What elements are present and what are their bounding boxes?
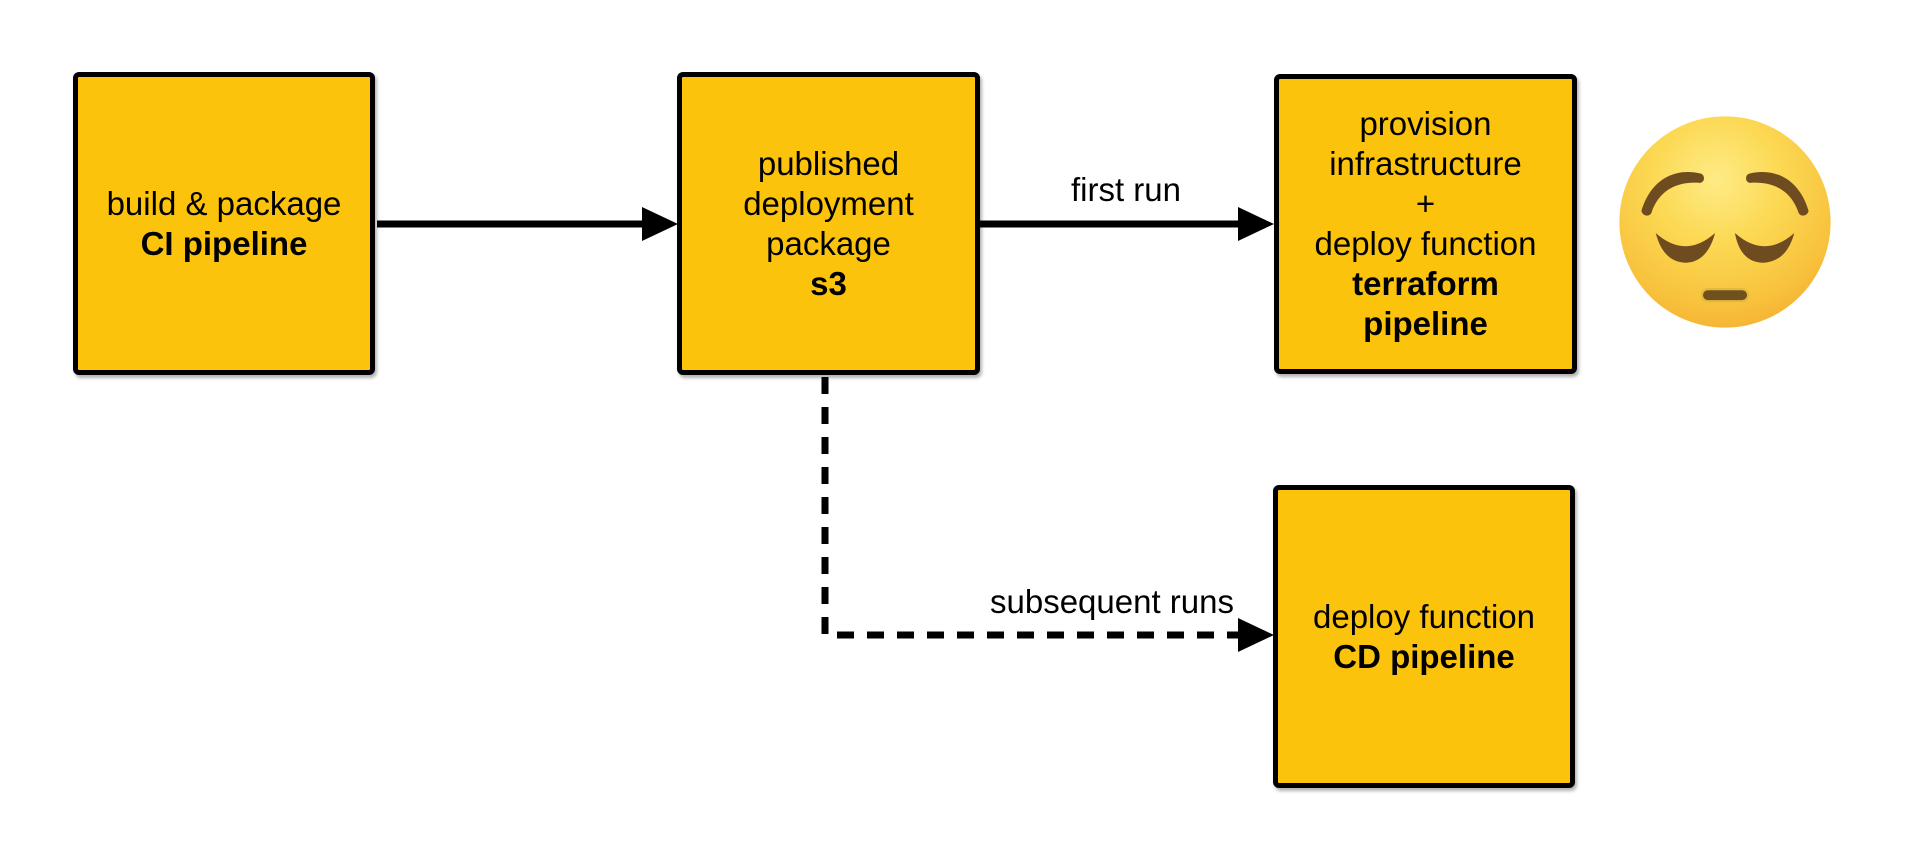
node-line: published <box>757 144 900 182</box>
emoji-right-brow <box>1746 171 1809 216</box>
arrow-s3-to-terraform <box>980 207 1274 241</box>
emoji-mouth <box>1700 288 1750 303</box>
node-line: package <box>766 224 891 262</box>
node-s3-package: published deployment package s3 <box>677 72 980 375</box>
node-line: deployment <box>743 184 914 222</box>
node-terraform-pipeline: provision infrastructure + deploy functi… <box>1274 74 1577 374</box>
node-text: published deployment package s3 <box>743 144 914 304</box>
node-line: pipeline <box>1363 305 1488 342</box>
emoji-right-eye <box>1734 233 1795 263</box>
node-text: deploy function CD pipeline <box>1313 597 1535 677</box>
node-text: provision infrastructure + deploy functi… <box>1315 104 1537 344</box>
node-line: CD pipeline <box>1333 637 1515 675</box>
node-line: provision <box>1359 105 1492 142</box>
emoji-left-brow <box>1641 171 1704 216</box>
node-text: build & package CI pipeline <box>107 184 342 264</box>
node-line: terraform <box>1352 265 1499 302</box>
pensive-face-emoji <box>1619 116 1831 328</box>
node-line: deploy function <box>1314 225 1537 262</box>
node-line: infrastructure <box>1329 145 1522 182</box>
node-line: + <box>1415 185 1436 222</box>
node-cd-pipeline: deploy function CD pipeline <box>1273 485 1575 788</box>
edge-label-subsequent-runs: subsequent runs <box>989 583 1235 620</box>
node-ci-pipeline: build & package CI pipeline <box>73 72 375 375</box>
emoji-left-eye <box>1655 233 1716 263</box>
node-line: build & package <box>106 184 342 222</box>
node-line: deploy function <box>1313 597 1535 635</box>
arrow-ci-to-s3 <box>377 207 678 241</box>
node-line: CI pipeline <box>140 224 308 262</box>
node-line: s3 <box>810 264 847 302</box>
emoji-face <box>1619 116 1831 328</box>
edge-label-first-run: first run <box>1070 171 1182 208</box>
